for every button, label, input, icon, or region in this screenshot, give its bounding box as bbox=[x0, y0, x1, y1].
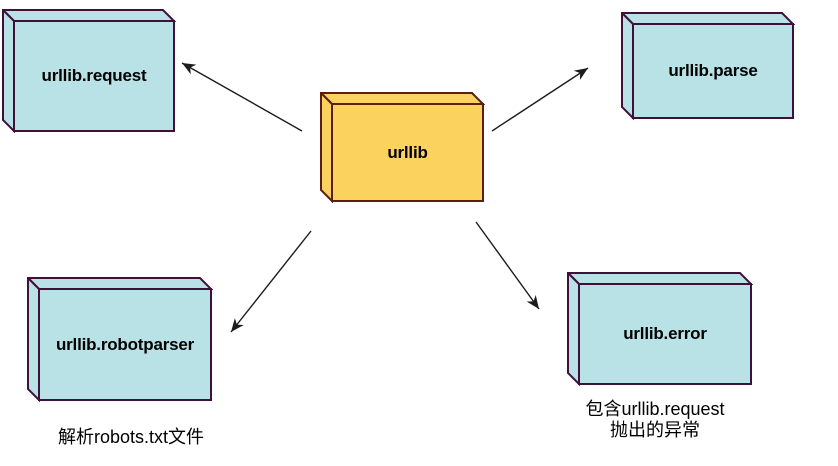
node-urllib-error: urllib.error bbox=[567, 272, 753, 386]
node-urllib-parse: urllib.parse bbox=[621, 12, 795, 120]
node-urllib-request: urllib.request bbox=[2, 9, 176, 133]
arrow-urllib-to-parse bbox=[491, 67, 589, 132]
node-label-urllib-request: urllib.request bbox=[41, 66, 147, 85]
node-label-urllib: urllib bbox=[387, 142, 428, 162]
box3d-shape bbox=[567, 272, 753, 386]
node-urllib-robotparser: urllib.robotparser bbox=[27, 277, 213, 402]
caption-error: 包含urllib.request 抛出的异常 bbox=[555, 399, 755, 441]
arrow-urllib-to-request bbox=[181, 62, 303, 132]
caption-error-line1: 包含urllib.request bbox=[585, 399, 725, 419]
node-label-urllib-parse: urllib.parse bbox=[668, 61, 758, 80]
box3d-shape bbox=[2, 9, 176, 133]
arrow-urllib-to-robotparser bbox=[230, 230, 312, 333]
box3d-shape bbox=[27, 277, 213, 402]
arrow-urllib-to-error bbox=[475, 221, 540, 310]
caption-error-line2: 抛出的异常 bbox=[610, 420, 700, 440]
caption-robotparser: 解析robots.txt文件 bbox=[57, 427, 205, 447]
box3d-shape bbox=[320, 92, 485, 203]
node-label-urllib-robotparser: urllib.robotparser bbox=[55, 334, 195, 354]
box3d-shape bbox=[621, 12, 795, 120]
node-urllib-center: urllib bbox=[320, 92, 485, 203]
node-label-urllib-error: urllib.error bbox=[623, 324, 707, 343]
